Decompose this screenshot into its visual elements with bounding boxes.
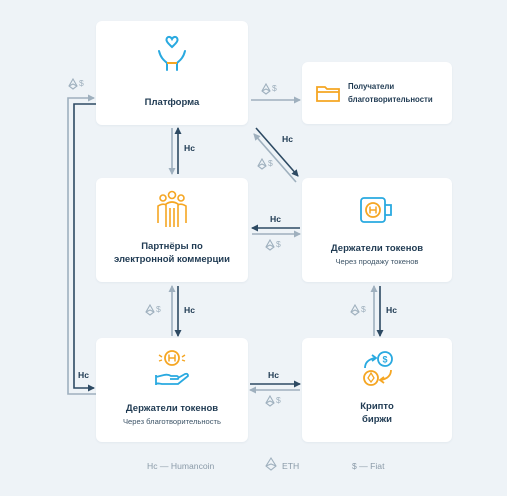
eth-icon	[261, 82, 271, 95]
eth-icon	[265, 394, 275, 407]
fiat-symbol: $	[361, 304, 366, 314]
hc-label: Hc	[268, 370, 279, 380]
eth-icon	[145, 303, 155, 316]
node-exchanges: $ Крипто биржи	[302, 338, 452, 442]
fiat-symbol: $	[156, 304, 161, 314]
hc-label: Hc	[270, 214, 281, 224]
recipients-title: Получатели благотворительности	[348, 82, 433, 104]
node-holders-sale: Держатели токенов Через продажу токенов	[302, 178, 452, 282]
holders-sale-title: Держатели токенов	[330, 243, 424, 254]
hc-label: Hc	[78, 370, 89, 380]
exchanges-title: Крипто биржи	[302, 400, 452, 426]
eth-fiat-markers	[68, 77, 360, 471]
arrow-holders-charity-to-platform	[67, 94, 96, 395]
people-heart-icon	[158, 35, 186, 71]
arrow-holders-sale-to-platform	[253, 133, 297, 183]
fiat-symbol: $	[268, 158, 273, 168]
partners-title-text: Партнёры по электронной коммерции	[114, 241, 230, 265]
exchange-icon: $	[363, 351, 393, 386]
hc-label: Hc	[386, 305, 397, 315]
eth-icon	[265, 456, 277, 471]
fiat-symbol: $	[276, 239, 281, 249]
hc-label: Hc	[184, 143, 195, 153]
fiat-symbol: $	[79, 78, 84, 88]
fiat-symbol: $	[272, 83, 277, 93]
exchanges-title-text: Крипто биржи	[360, 401, 394, 425]
hc-label: Hc	[184, 305, 195, 315]
node-partners: Партнёры по электронной коммерции	[96, 178, 248, 282]
fiat-symbol: $	[276, 395, 281, 405]
hc-label: Hc	[282, 134, 293, 144]
node-holders-charity: Держатели токенов Через благотворительно…	[96, 338, 248, 442]
holders-sale-subtitle: Через продажу токенов	[335, 257, 419, 266]
node-recipients: Получатели благотворительности	[302, 62, 452, 124]
svg-text:$: $	[382, 355, 387, 365]
hand-token-icon	[155, 350, 189, 385]
legend-hc: Hc — Humancoin	[147, 461, 215, 471]
group-people-icon	[157, 190, 187, 227]
legend-fiat: $ — Fiat	[352, 461, 385, 471]
eth-icon	[350, 303, 360, 316]
platform-title: Платформа	[144, 97, 200, 108]
eth-icon	[257, 157, 267, 170]
node-platform: Платформа	[96, 21, 248, 125]
arrow-platform-to-holders-charity	[73, 103, 96, 392]
folder-icon	[316, 86, 340, 102]
arrow-platform-to-holders-sale	[255, 127, 299, 177]
holders-charity-subtitle: Через благотворительность	[123, 417, 221, 426]
legend-eth: ETH	[282, 461, 300, 471]
partners-title: Партнёры по электронной коммерции	[96, 240, 248, 266]
eth-icon	[265, 238, 275, 251]
holders-charity-title: Держатели токенов	[125, 403, 219, 414]
wallet-token-icon	[360, 197, 392, 223]
eth-icon	[68, 77, 78, 90]
